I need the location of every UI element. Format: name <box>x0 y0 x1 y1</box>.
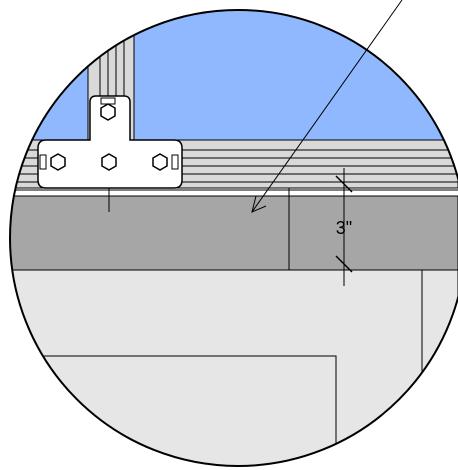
lower-panel <box>10 269 458 466</box>
bolt-right <box>152 153 179 171</box>
t-bracket <box>37 95 183 189</box>
bolt-center <box>101 153 117 171</box>
leader-arrow <box>251 0 403 213</box>
bolt-top <box>100 97 116 121</box>
panel-inner-outline <box>10 355 337 466</box>
bolt-left <box>39 153 66 171</box>
detail-circle-outline <box>9 9 458 467</box>
dimension-label: 3" <box>336 218 352 238</box>
dimension-marker: 3" <box>335 168 353 286</box>
blue-opening <box>10 10 458 150</box>
beam <box>10 195 458 271</box>
